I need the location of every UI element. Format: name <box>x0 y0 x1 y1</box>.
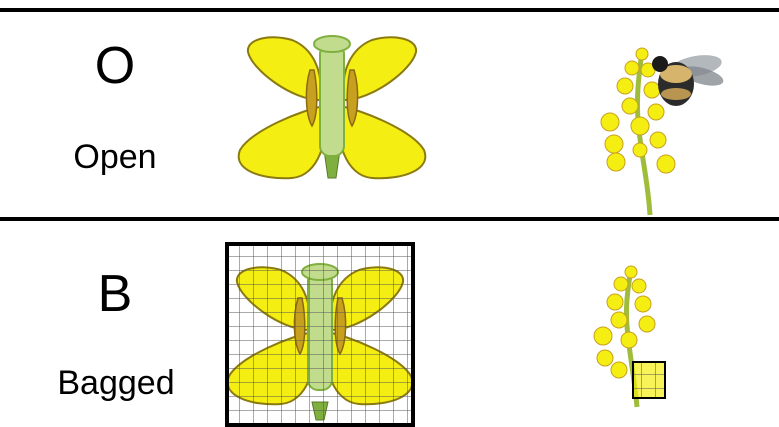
flower-spike-with-bee <box>580 40 740 220</box>
row-code-open: O <box>60 40 170 92</box>
row-code-bagged: B <box>60 268 170 320</box>
mesh-bag <box>227 244 413 425</box>
open-flower-diagram <box>232 30 432 190</box>
mini-mesh-bag <box>633 362 665 398</box>
bee-head <box>652 56 668 72</box>
stamen-right <box>347 70 357 126</box>
top-divider <box>0 8 779 12</box>
pistil <box>320 44 344 156</box>
stigma <box>314 36 350 52</box>
bagged-flower-diagram <box>225 242 415 427</box>
bee-band-lower <box>661 88 691 100</box>
row-label-bagged: Bagged <box>36 366 196 400</box>
bee-icon <box>652 52 725 106</box>
middle-divider <box>0 217 779 221</box>
stamen-left <box>306 70 316 126</box>
flower-spike-bagged <box>585 262 705 412</box>
row-label-open: Open <box>60 140 170 174</box>
